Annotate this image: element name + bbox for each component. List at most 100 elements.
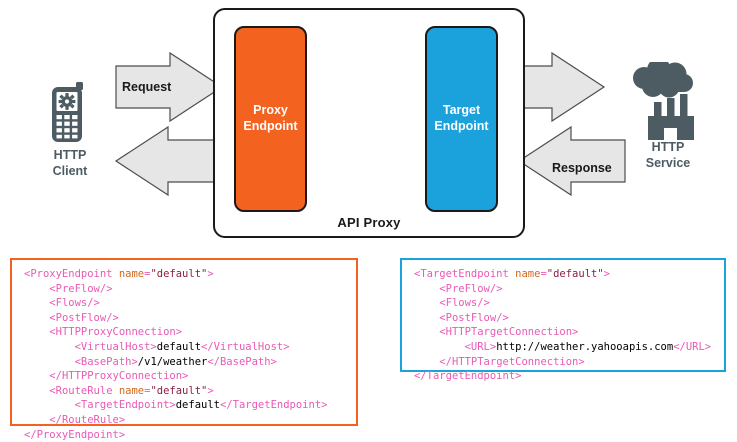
code-token-txt: default	[156, 340, 202, 353]
code-line: <TargetEndpoint>default</TargetEndpoint>	[24, 398, 346, 413]
proxy-endpoint-xml-panel[interactable]: <ProxyEndpoint name="default"> <PreFlow/…	[10, 258, 358, 441]
http-client-line-2: Client	[52, 163, 88, 178]
code-line: <PreFlow/>	[414, 282, 714, 297]
code-token-tag: <Flows/>	[49, 297, 100, 310]
code-token-tag: <PostFlow/>	[439, 311, 509, 324]
code-token-eq: =	[540, 268, 547, 280]
response-arrow	[517, 125, 626, 197]
code-token-txt	[24, 370, 49, 382]
code-token-tag: </BasePath>	[207, 355, 277, 368]
target-endpoint-box-text: Target Endpoint	[434, 103, 488, 134]
code-token-tag: <VirtualHost>	[74, 340, 157, 353]
code-token-tag: >	[207, 384, 214, 397]
code-token-txt	[24, 385, 49, 397]
code-token-tag: <TargetEndpoint>	[74, 399, 176, 412]
code-token-tag: </TargetEndpoint>	[220, 399, 328, 412]
code-token-txt: http://weather.yahooapis.com	[496, 340, 674, 353]
code-line: <TargetEndpoint name="default">	[414, 267, 714, 282]
code-token-tag: <HTTPProxyConnection>	[49, 326, 183, 339]
cloud-shape	[633, 58, 693, 98]
factory-cloud-icon	[633, 58, 694, 140]
code-line: <PostFlow/>	[24, 311, 346, 326]
request-arrow-label: Request	[122, 80, 172, 94]
code-token-txt	[414, 312, 439, 324]
code-token-tag: </RouteRule>	[49, 413, 126, 426]
code-token-tag: <URL>	[464, 340, 497, 353]
code-token-eq: =	[144, 268, 151, 280]
code-token-txt	[24, 341, 75, 353]
code-token-txt	[24, 283, 49, 295]
proxy-endpoint-line-1: Proxy	[253, 103, 288, 118]
code-token-txt	[24, 399, 75, 411]
code-token-txt	[24, 356, 75, 368]
proxy-endpoint-box[interactable]: Proxy Endpoint	[234, 26, 307, 212]
mobile-phone-gear-icon	[52, 82, 83, 142]
code-token-tag: <TargetEndpoint	[414, 268, 509, 280]
code-token-tag: <RouteRule	[49, 384, 113, 397]
code-token-tag: </TargetEndpoint>	[414, 370, 522, 383]
http-service-line-1: HTTP	[651, 140, 685, 154]
code-token-tag: <BasePath>	[74, 355, 138, 368]
code-token-tag: <PostFlow/>	[49, 311, 119, 324]
code-line: <URL>http://weather.yahooapis.com</URL>	[414, 340, 714, 355]
code-line: <HTTPTargetConnection>	[414, 325, 714, 340]
code-token-txt	[414, 356, 439, 368]
code-token-txt	[24, 326, 49, 338]
code-token-txt	[414, 341, 465, 353]
code-token-eq: =	[144, 384, 151, 397]
http-client-line-1: HTTP	[53, 148, 87, 162]
code-line: <PostFlow/>	[414, 311, 714, 326]
code-line: <Flows/>	[414, 296, 714, 311]
code-token-tag: <Flows/>	[439, 297, 490, 310]
code-token-val: "default"	[150, 384, 208, 397]
code-line: <PreFlow/>	[24, 282, 346, 297]
code-line: </HTTPTargetConnection>	[414, 355, 714, 370]
code-token-attr: name	[112, 268, 145, 280]
proxy-endpoint-box-text: Proxy Endpoint	[243, 103, 297, 134]
code-token-txt	[414, 283, 439, 295]
code-line: </TargetEndpoint>	[414, 369, 714, 384]
target-endpoint-line-1: Target	[442, 103, 481, 118]
code-token-val: "default"	[150, 268, 208, 280]
target-endpoint-line-2: Endpoint	[434, 119, 489, 133]
target-endpoint-box[interactable]: Target Endpoint	[425, 26, 498, 212]
code-token-tag: <PreFlow/>	[49, 282, 113, 295]
code-token-txt	[24, 312, 49, 324]
code-token-attr: name	[508, 268, 541, 280]
http-client-caption: HTTP Client	[22, 148, 118, 179]
code-token-tag: <HTTPTargetConnection>	[439, 326, 579, 339]
code-token-tag: <PreFlow/>	[439, 282, 503, 295]
code-token-tag: </HTTPProxyConnection>	[49, 370, 189, 383]
code-token-val: "default"	[546, 268, 604, 280]
target-endpoint-xml-panel[interactable]: <TargetEndpoint name="default"> <PreFlow…	[400, 258, 726, 382]
request-arrow	[115, 51, 224, 123]
code-token-tag: </URL>	[673, 340, 712, 353]
code-token-tag: >	[207, 268, 214, 280]
code-line: <VirtualHost>default</VirtualHost>	[24, 340, 346, 355]
code-token-tag: </VirtualHost>	[201, 340, 290, 353]
code-line: <HTTPProxyConnection>	[24, 325, 346, 340]
code-line: <Flows/>	[24, 296, 346, 311]
code-token-txt	[24, 414, 49, 426]
http-service-line-2: Service	[645, 155, 691, 170]
api-proxy-label: API Proxy	[337, 215, 401, 230]
proxy-endpoint-line-2: Endpoint	[243, 119, 298, 133]
code-token-txt: default	[175, 399, 220, 412]
factory-shape	[648, 94, 694, 140]
http-client-icon	[42, 82, 98, 144]
code-line: <BasePath>/v1/weather</BasePath>	[24, 355, 346, 370]
http-service-icon	[626, 58, 710, 144]
code-token-txt: /v1/weather	[137, 355, 208, 368]
code-token-tag: </ProxyEndpoint>	[24, 428, 126, 441]
code-line: <RouteRule name="default">	[24, 384, 346, 399]
code-line: <ProxyEndpoint name="default">	[24, 267, 346, 282]
code-token-txt	[414, 326, 439, 338]
code-token-attr: name	[112, 384, 145, 397]
response-arrow-label: Response	[552, 161, 612, 175]
code-token-txt	[414, 297, 439, 309]
code-token-txt	[24, 297, 49, 309]
code-token-tag: </HTTPTargetConnection>	[439, 355, 585, 368]
code-line: </ProxyEndpoint>	[24, 428, 346, 442]
code-line: </RouteRule>	[24, 413, 346, 428]
code-line: </HTTPProxyConnection>	[24, 369, 346, 384]
